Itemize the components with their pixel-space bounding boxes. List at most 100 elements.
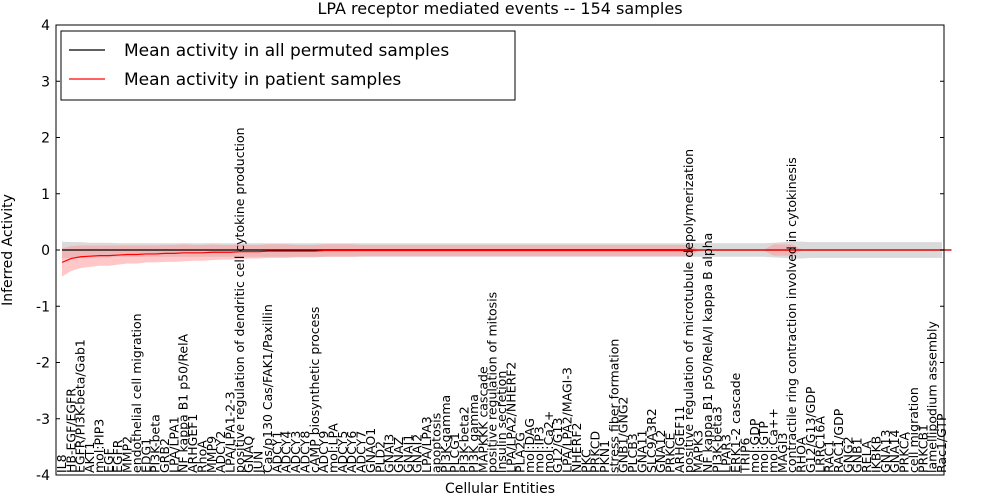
x-tick-label: LPA/LPA2/NHERF2 [503, 362, 518, 473]
x-tick-label: PI3K gamma [466, 394, 481, 473]
x-tick-labels: IL8HB-EGF/EGFREGFR/PI3K-beta/Gab1AKT1mol… [54, 127, 949, 474]
x-tick-label: LPA/LPA1 [166, 416, 181, 473]
x-tick-label: PLD2 [372, 441, 387, 473]
x-tick-label: LPAR3 [719, 434, 734, 473]
x-tick-label: LPA/LPA1-2-3 [223, 391, 238, 473]
x-tick-label: stress fiber formation [606, 339, 621, 473]
x-tick-label: EGFR [110, 439, 125, 473]
x-tick-label: mol:Ca2+ [541, 411, 556, 473]
x-tick-label: RHOA [794, 436, 809, 473]
x-tick-label: GNA11 [634, 430, 649, 474]
x-tick-label: ADCY5 [335, 431, 350, 473]
series-lines [61, 249, 952, 263]
x-tick-label: PLCG1 [447, 432, 462, 473]
x-tick-label: MAPK3 [691, 430, 706, 473]
x-tick-label: GNA13 [878, 430, 893, 474]
x-tick-label: HB-EGF/EGFR [63, 388, 78, 473]
x-tick-label: mol:DAG [522, 418, 537, 473]
x-tick-label: ARHGEF11 [672, 406, 687, 473]
chart-title: LPA receptor mediated events -- 154 samp… [317, 0, 682, 18]
x-tick-label: SLC9A3R2 [644, 408, 659, 473]
x-tick-label: MAGI3 [775, 433, 790, 473]
x-tick-label: mol:PIP3 [91, 419, 106, 473]
x-tick-label: mol:IP3 [531, 426, 546, 473]
x-tick-label: GNB1/GNG2 [616, 397, 631, 473]
x-tick-label: PLCB3 [625, 433, 640, 473]
x-tick-label: cell migration [906, 387, 921, 473]
x-tick-label: GNAI2 [410, 434, 425, 473]
x-tick-label: MAPKKK cascade [475, 366, 490, 473]
x-tick-label: EDG1 [138, 438, 153, 473]
x-tick-label: G12/G13 [550, 418, 565, 473]
x-tick-label: PI3K-gamma [438, 395, 453, 473]
x-tick-label: LPA/LPA3 [419, 416, 434, 473]
x-tick-label: PI3K-beta3 [709, 406, 724, 473]
x-tick-label: TRIP6 [737, 437, 752, 474]
x-tick-label: IL8 [54, 454, 69, 473]
x-tick-label: RAC1/GDP [831, 408, 846, 473]
x-tick-label: mol:GDP [747, 418, 762, 473]
x-tick-label: PRKCA [897, 432, 912, 473]
x-tick-label: mol:Ca++ [765, 408, 780, 473]
legend-box [60, 30, 516, 101]
x-tick-label: IKBKB [868, 436, 883, 473]
x-tick-label: GNAI3 [382, 434, 397, 473]
x-tick-label: lamellipodium assembly [925, 321, 940, 473]
x-tick-label: EGF [101, 448, 116, 473]
y-tick-label: 4 [41, 18, 50, 34]
x-tick-label: Rac1/GTP [934, 413, 949, 473]
x-tick-label: ADCY6 [344, 431, 359, 473]
x-tick-label: ARHGEF1 [185, 414, 200, 473]
x-tick-label: G12/G13/GDP [803, 386, 818, 473]
x-axis-label: Cellular Entities [445, 481, 555, 497]
x-tick-label: PLA2G [513, 432, 528, 473]
x-tick-label: ADCY8 [297, 431, 312, 473]
y-tick-label: 2 [41, 131, 50, 147]
x-tick-label: PKN1 [597, 440, 612, 473]
x-tick-label: GRB2 [157, 438, 172, 473]
y-tick-label: -4 [36, 468, 50, 484]
x-tick-label: PKC [578, 449, 593, 473]
x-tick-label: ADCY4 [279, 431, 294, 473]
x-tick-label: PRKCD [588, 431, 603, 473]
x-tick-label: mol:LPA [325, 423, 340, 473]
x-tick-label: GNAZ [391, 437, 406, 473]
x-tick-label: JUN [251, 451, 266, 474]
x-tick-label: NF kappa B1 p50/RelA/I kappa B alpha [700, 233, 715, 473]
x-tick-label: GNAQ [241, 436, 256, 473]
confidence-band-1 [62, 244, 942, 277]
x-tick-label: EGFR/PI3K-beta/Gab1 [73, 339, 88, 473]
x-tick-label: NHERF2 [569, 423, 584, 473]
x-tick-label: ADCY2 [213, 431, 228, 473]
x-tick-label: MMP2 [120, 436, 135, 473]
x-tick-label: LPA/LPA2/MAGI-3 [560, 367, 575, 473]
x-tick-label: ADCY7 [354, 431, 369, 473]
x-tick-label: apoptosis [428, 413, 443, 473]
x-tick-label: GNA12 [653, 430, 668, 474]
x-tick-label: positive regulation of mitosis [485, 292, 500, 473]
y-tick-label: 0 [41, 243, 50, 259]
legend: Mean activity in all permuted samples Me… [60, 30, 516, 101]
x-tick-label: PRKCB1 [915, 424, 930, 473]
x-tick-label: GNA14 [887, 429, 902, 473]
y-tick-label: -2 [36, 356, 50, 372]
y-tick-label: -3 [36, 412, 50, 428]
x-tick-label: GNAO1 [363, 428, 378, 473]
x-tick-label: NF kappa B1 p50/RelA [176, 333, 191, 473]
x-tick-label: positive regulation of microtubule depol… [681, 149, 696, 473]
series-line-1 [61, 249, 952, 263]
x-tick-label: RhoA [194, 440, 209, 473]
x-tick-label: PRKCE [663, 433, 678, 473]
x-tick-label: RELA [859, 440, 874, 473]
x-tick-label: PI3K-beta2 [457, 406, 472, 473]
x-tick-label: MMP9 [204, 436, 219, 473]
x-tick-label: GNAI1 [400, 434, 415, 473]
x-tick-label: GNG2 [840, 436, 855, 473]
x-tick-label: LRRC16A [812, 416, 827, 473]
x-tick-label: ADCY3 [288, 431, 303, 473]
plot-area-frame [55, 24, 945, 476]
y-tick-label: 1 [41, 187, 50, 203]
y-tick-label: 3 [41, 74, 50, 90]
